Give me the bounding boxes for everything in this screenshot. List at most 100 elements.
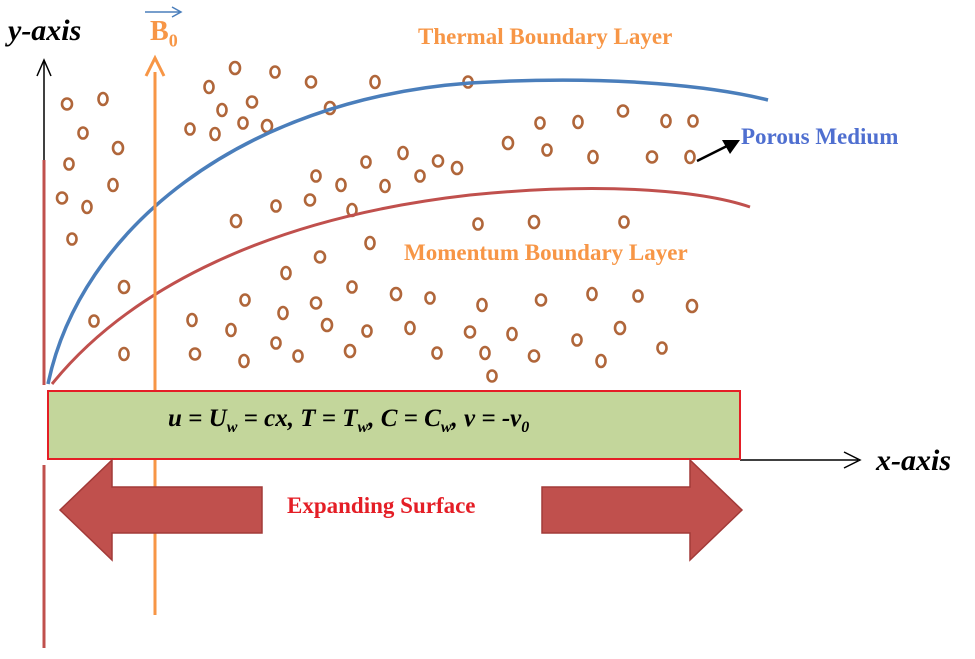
porous-particle [310, 169, 322, 183]
porous-particle [237, 116, 249, 130]
porous-particle [239, 293, 251, 307]
porous-particle [656, 341, 668, 355]
porous-particle [270, 199, 282, 213]
porous-particle [270, 336, 282, 350]
magnetic-field-label: B0 [150, 16, 178, 52]
magnetic-field-symbol: B [150, 16, 169, 47]
porous-particle [404, 320, 416, 336]
porous-particle [228, 60, 242, 76]
porous-particle [117, 279, 131, 295]
eq-t: = cx, T = T [237, 405, 358, 432]
porous-particles [55, 60, 699, 383]
porous-particle [479, 345, 491, 361]
eq-u-sub: w [226, 419, 238, 436]
porous-particle [280, 265, 292, 281]
porous-particle [587, 149, 599, 165]
porous-particle [586, 286, 598, 302]
porous-particle [476, 297, 488, 313]
porous-particle [313, 250, 327, 264]
porous-particle [88, 314, 100, 328]
porous-particle [229, 213, 243, 229]
porous-particle [450, 160, 464, 176]
porous-particle [209, 126, 221, 142]
y-axis-arrowhead [36, 58, 52, 77]
porous-particle [379, 178, 391, 194]
porous-particle [506, 326, 518, 342]
momentum-boundary-curve [50, 187, 751, 385]
porous-particle [360, 155, 372, 169]
porous-particle [527, 214, 541, 230]
porous-particle [431, 346, 443, 360]
thermal-boundary-curve [46, 78, 769, 385]
porous-particle [107, 177, 119, 193]
porous-particle [534, 116, 546, 130]
expanding-surface-label: Expanding Surface [287, 493, 476, 518]
porous-particle [424, 291, 436, 305]
x-axis-arrowhead [843, 451, 862, 469]
porous-particle [687, 114, 699, 128]
porous-particle [414, 169, 426, 183]
porous-particle [303, 193, 317, 207]
b-vector-head [171, 6, 183, 18]
magnetic-field-subscript: 0 [168, 30, 178, 51]
porous-particle [527, 349, 541, 363]
porous-particle [463, 325, 477, 339]
porous-particle [571, 333, 583, 347]
boundary-condition-equation: u = Uw = cx, T = Tw, C = Cw, v = -v0 [168, 405, 529, 437]
porous-particle [364, 235, 376, 251]
porous-particle [541, 143, 553, 157]
porous-particle [618, 215, 630, 229]
porous-particle [431, 154, 445, 168]
eq-u: u = U [168, 405, 227, 432]
magnetic-field-arrowhead [144, 54, 166, 77]
eq-t-sub: w [357, 419, 369, 436]
porous-particle [186, 312, 198, 328]
porous-particle [660, 113, 672, 129]
porous-particle [320, 317, 334, 333]
x-axis-label: x-axis [876, 444, 951, 477]
porous-particle [684, 149, 696, 165]
porous-particle [238, 353, 250, 369]
eq-v: , v = -v [451, 405, 522, 432]
porous-particle [632, 289, 644, 303]
momentum-boundary-label: Momentum Boundary Layer [404, 240, 688, 265]
stretching-surface [47, 390, 741, 460]
porous-particle [534, 293, 548, 307]
right-expanding-arrow [541, 458, 744, 562]
porous-particle [486, 369, 498, 383]
eq-v-sub: 0 [521, 419, 530, 436]
porous-particle [63, 157, 75, 171]
porous-medium-label: Porous Medium [741, 124, 899, 149]
y-axis-label: y-axis [8, 14, 82, 47]
porous-particle [55, 191, 69, 205]
porous-pointer-head [722, 140, 740, 154]
porous-particle [97, 91, 109, 107]
porous-particle [309, 296, 323, 310]
porous-particle [81, 199, 93, 215]
porous-particle [184, 122, 196, 136]
porous-particle [343, 343, 357, 359]
porous-particle [595, 353, 607, 369]
porous-particle [369, 74, 381, 90]
porous-particle [60, 97, 74, 111]
porous-particle [245, 95, 259, 109]
porous-particle [472, 217, 484, 231]
porous-particle [389, 286, 403, 302]
porous-particle [616, 104, 630, 118]
left-expanding-arrow [58, 458, 263, 562]
porous-particle [111, 140, 125, 156]
porous-particle [397, 145, 409, 161]
porous-particle [118, 346, 130, 362]
eq-c-sub: w [440, 419, 452, 436]
porous-particle [277, 305, 289, 321]
porous-particle [66, 232, 78, 246]
porous-particle [225, 322, 237, 338]
porous-particle [188, 347, 202, 361]
porous-particle [572, 114, 584, 130]
porous-particle [685, 298, 699, 314]
porous-particle [346, 280, 358, 294]
porous-particle [216, 102, 228, 118]
porous-particle [77, 126, 89, 140]
